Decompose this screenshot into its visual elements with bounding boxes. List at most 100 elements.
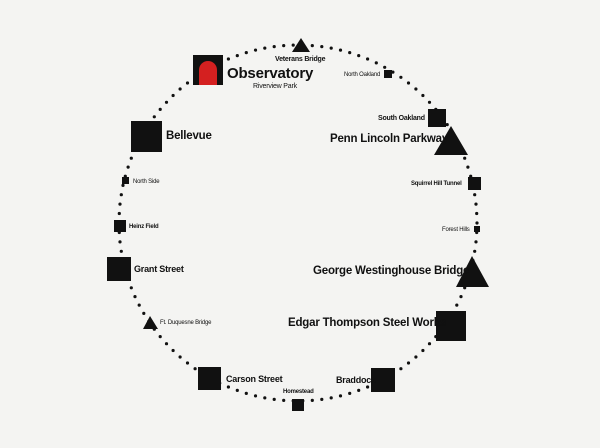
loop-dot [399, 75, 403, 79]
loop-dot [123, 174, 127, 178]
observatory-marker [193, 55, 223, 85]
loop-dot [310, 398, 314, 402]
loop-dot [272, 397, 276, 401]
loop-dot [310, 44, 314, 48]
loop-dot [185, 361, 190, 365]
loop-dot [320, 397, 324, 401]
forest-hills-label: Forest Hills [442, 227, 470, 233]
loop-dot [348, 391, 352, 395]
loop-dot [253, 394, 258, 398]
loop-dot [366, 385, 370, 389]
loop-dot [348, 51, 352, 55]
loop-dot [427, 342, 432, 346]
loop-dot [329, 396, 333, 400]
bellevue-marker [131, 121, 162, 152]
loop-dot [414, 355, 418, 359]
loop-dot [421, 93, 425, 98]
loop-dot [158, 107, 162, 111]
braddock-label: Braddock [336, 375, 376, 385]
loop-dot [244, 51, 248, 55]
penn-lincoln-parkway-marker [434, 126, 468, 155]
loop-dot [164, 342, 169, 346]
homestead-marker [292, 399, 304, 411]
loop-dot [329, 46, 333, 50]
loop-dot [338, 48, 343, 52]
squirrel-hill-tunnel-label: Squirrel Hill Tunnel [411, 181, 462, 187]
loop-dot [263, 46, 267, 50]
veterans-bridge-marker [292, 38, 310, 52]
loop-dot [185, 81, 190, 85]
loop-dot [226, 385, 230, 389]
loop-dot [118, 202, 122, 206]
loop-dot [178, 355, 182, 359]
loop-dot [406, 361, 411, 365]
loop-dot [474, 240, 478, 244]
loop-dot [137, 303, 141, 307]
heinz-field-label: Heinz Field [129, 224, 159, 230]
loop-dot [383, 65, 387, 69]
loop-dot [414, 87, 418, 91]
loop-dot [119, 249, 123, 253]
george-westinghouse-bridge-marker [456, 256, 489, 287]
loop-dot [469, 174, 473, 178]
veterans-bridge-label: Veterans Bridge [275, 56, 326, 63]
observatory-label: Observatory [227, 65, 314, 82]
north-oakland-label: North Oakland [344, 72, 381, 78]
loop-dot [158, 335, 162, 339]
loop-dot [475, 221, 479, 225]
loop-dot [235, 54, 239, 58]
loop-dot [129, 156, 133, 160]
loop-dot [399, 367, 403, 371]
loop-dot [463, 156, 467, 160]
forest-hills-marker [474, 226, 480, 232]
loop-dot [282, 398, 286, 402]
grant-street-label: Grant Street [134, 264, 184, 274]
braddock-marker [371, 368, 395, 392]
loop-dot [142, 311, 146, 315]
north-oakland-marker [384, 70, 392, 78]
loop-dot [474, 202, 478, 206]
south-oakland-marker [428, 109, 446, 127]
loop-dot [244, 391, 248, 395]
loop-dot [253, 48, 258, 52]
loop-dot [374, 61, 378, 65]
north-side-marker [122, 177, 129, 184]
loop-dot [475, 211, 479, 216]
loop-dot [357, 388, 361, 392]
loop-dot [459, 295, 463, 299]
loop-dot [366, 57, 370, 61]
loop-dot [263, 396, 267, 400]
dotted-loop-path [117, 43, 479, 403]
loop-dot [235, 388, 239, 392]
observatory-sublabel: Riverview Park [253, 83, 297, 90]
penn-lincoln-parkway-label: Penn Lincoln Parkway [330, 133, 449, 145]
loop-dot [320, 45, 324, 49]
loop-dot [338, 394, 343, 398]
loop-dot [445, 123, 449, 127]
loop-dot [171, 348, 175, 353]
bellevue-label: Bellevue [166, 130, 212, 142]
edgar-thompson-steel-works-label: Edgar Thompson Steel Works [288, 317, 447, 329]
loop-dot [406, 81, 411, 85]
loop-dot [391, 70, 395, 74]
grant-street-marker [107, 257, 131, 281]
loop-dot [152, 115, 156, 119]
loop-dot [466, 165, 470, 169]
loop-dot [272, 45, 276, 49]
edgar-thompson-steel-works-marker [436, 311, 466, 341]
loop-dot [121, 183, 125, 187]
loop-dot [178, 87, 182, 91]
george-westinghouse-bridge-label: George Westinghouse Bridge [313, 265, 470, 277]
loop-dot [282, 44, 286, 48]
loop-dot [164, 100, 169, 104]
loop-dot [357, 54, 361, 58]
loop-dot [118, 240, 122, 244]
homestead-label: Homestead [283, 389, 314, 395]
carson-street-label: Carson Street [226, 374, 283, 384]
heinz-field-marker [114, 220, 126, 232]
south-oakland-label: South Oakland [378, 115, 425, 122]
loop-dot [473, 193, 477, 197]
ft-duquesne-bridge-marker [143, 316, 158, 329]
